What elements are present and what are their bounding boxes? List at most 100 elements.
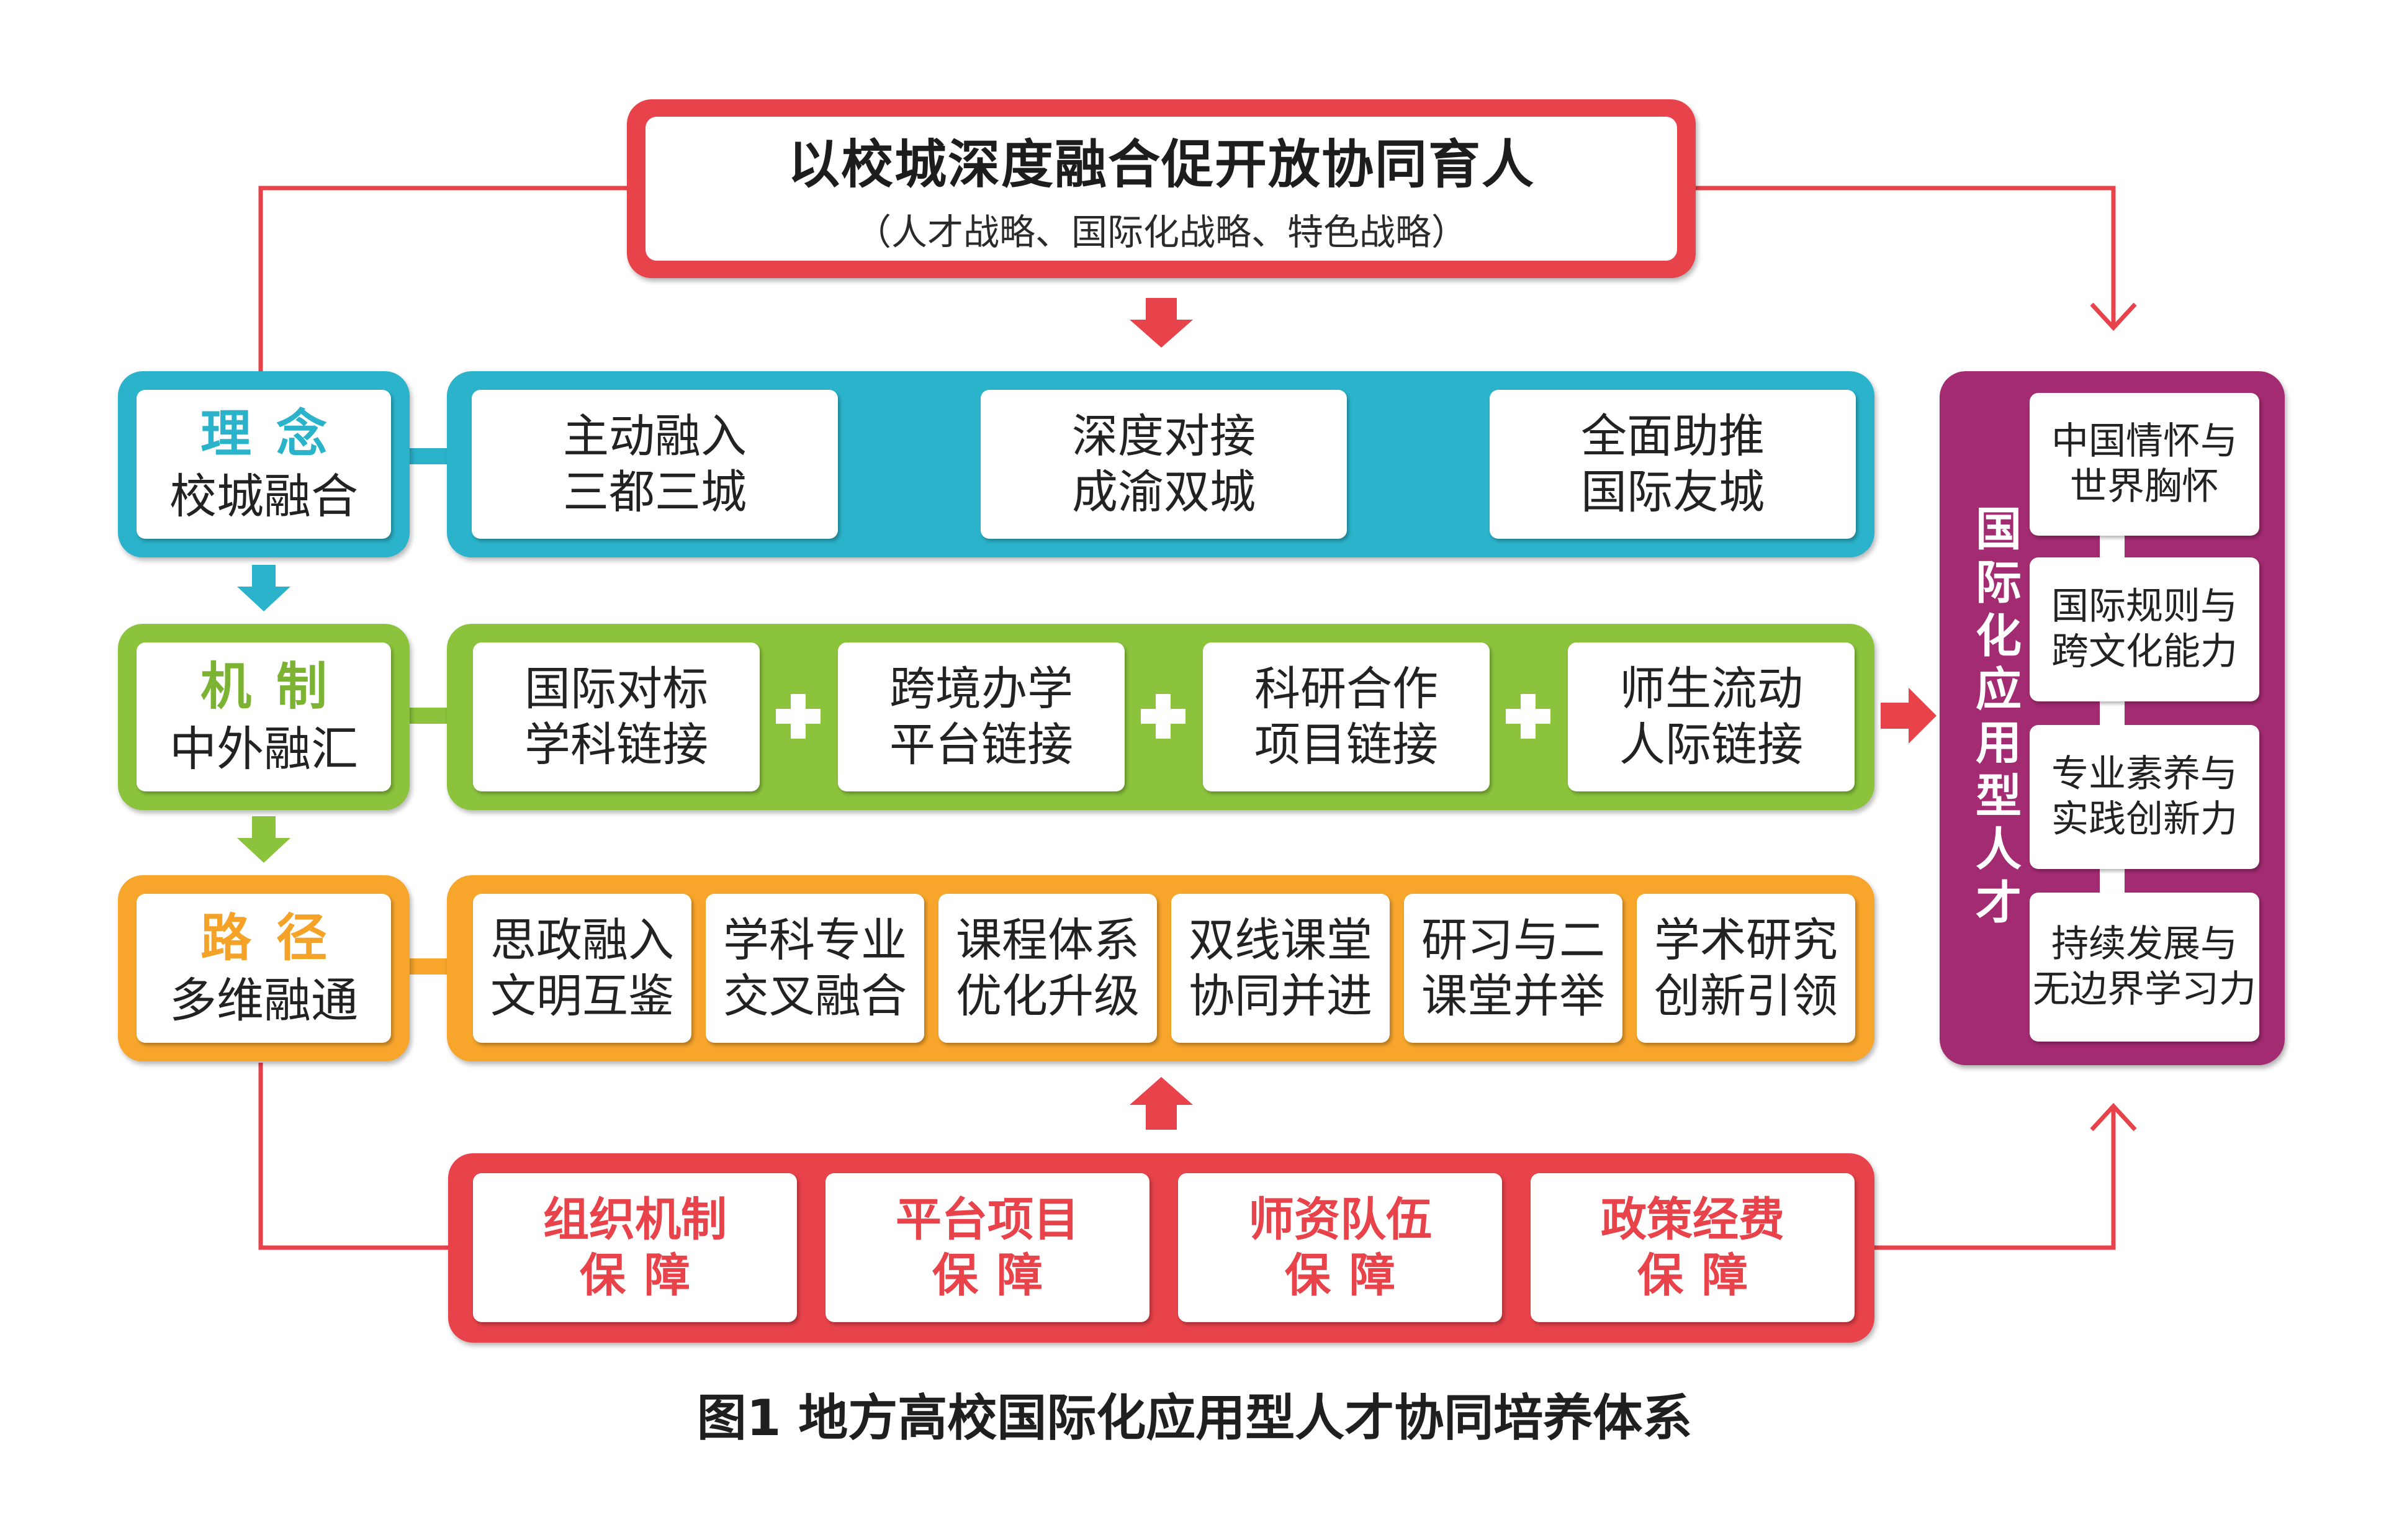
title-box: 以校城深度融合促开放协同育人 （人才战略、国际化战略、特色战略） (627, 99, 1696, 278)
concept-item-3: 全面助推 国际友城 (1490, 390, 1856, 539)
support-item-1-line1: 组织机制 (543, 1192, 727, 1246)
output-item-3-line2: 实践创新力 (2051, 798, 2238, 841)
support-to-output-line (1869, 1108, 2116, 1250)
path-item-3-line2: 优化升级 (956, 970, 1140, 1023)
concept-label: 理念 (200, 404, 352, 464)
output-item-2-line1: 国际规则与 (2051, 584, 2238, 628)
output-panel: 国际化应用型人才 中国情怀与 世界胸怀 国际规则与 跨文化能力 专业素养与 实践… (1940, 371, 2285, 1065)
path-item-1-line2: 文明互鉴 (490, 970, 674, 1023)
mechanism-label: 机制 (200, 657, 352, 716)
concept-item-1-line1: 主动融入 (563, 409, 747, 463)
mechanism-sub: 中外融汇 (169, 721, 358, 777)
mechanism-item-3: 科研合作 项目链接 (1203, 642, 1490, 791)
path-item-6: 学术研究 创新引领 (1637, 894, 1855, 1043)
output-title-char: 化 (1976, 610, 2022, 663)
output-item-4-line1: 持续发展与 (2051, 922, 2238, 966)
support-item-3: 师资队伍 保障 (1178, 1173, 1502, 1322)
support-up-arrow (1130, 1077, 1193, 1130)
concept-item-1-line2: 三都三城 (563, 466, 747, 519)
title-to-concept-line (258, 186, 627, 371)
path-item-2-line1: 学科专业 (723, 913, 907, 967)
figure-caption: 图1 地方高校国际化应用型人才协同培养体系 (696, 1389, 1693, 1447)
support-item-2-line2: 保障 (932, 1249, 1061, 1302)
output-item-2-line2: 跨文化能力 (2051, 630, 2238, 673)
mechanism-item-1-line2: 学科链接 (524, 718, 708, 772)
path-item-5-line2: 课堂并举 (1421, 970, 1605, 1023)
output-item-1-line2: 世界胸怀 (2070, 465, 2219, 508)
path-label-card: 路径 多维融通 (137, 894, 391, 1043)
output-item-2: 国际规则与 跨文化能力 (2030, 557, 2259, 701)
output-title-char: 型 (1976, 770, 2022, 823)
path-item-5-line1: 研习与二 (1421, 913, 1605, 967)
support-item-4: 政策经费 保障 (1531, 1173, 1855, 1322)
concept-item-1: 主动融入 三都三城 (472, 390, 838, 539)
mechanism-to-output-arrow (1881, 688, 1937, 744)
title-to-output-arrowhead (2090, 302, 2137, 331)
path-to-support-line (258, 1063, 453, 1250)
concept-item-3-line2: 国际友城 (1581, 466, 1765, 519)
mechanism-item-1-line1: 国际对标 (524, 662, 708, 716)
title-down-arrow (1130, 298, 1193, 348)
concept-sub: 校城融合 (169, 468, 358, 524)
mechanism-item-4-line2: 人际链接 (1619, 718, 1803, 772)
path-item-2-line2: 交叉融合 (723, 970, 907, 1023)
output-item-3-line1: 专业素养与 (2051, 752, 2238, 796)
support-item-2: 平台项目 保障 (826, 1173, 1150, 1322)
plus-icon-2 (1141, 694, 1186, 739)
path-item-5: 研习与二 课堂并举 (1404, 894, 1622, 1043)
output-title-char: 人 (1976, 823, 2022, 876)
title-subtitle: （人才战略、国际化战略、特色战略） (855, 210, 1467, 253)
support-item-3-line2: 保障 (1285, 1249, 1414, 1302)
concept-item-3-line1: 全面助推 (1581, 409, 1765, 463)
mechanism-item-2-line2: 平台链接 (889, 718, 1073, 772)
output-card-connector-2 (2100, 700, 2125, 725)
output-card-connector-3 (2100, 868, 2125, 893)
support-item-3-line1: 师资队伍 (1248, 1192, 1432, 1246)
output-item-4-line2: 无边界学习力 (2033, 968, 2256, 1011)
output-title-char: 才 (1976, 876, 2022, 930)
mechanism-left-box: 机制 中外融汇 (118, 624, 410, 810)
title-main: 以校城深度融合促开放协同育人 (787, 133, 1535, 195)
path-connector (407, 958, 450, 975)
path-item-4-line2: 协同并进 (1189, 970, 1372, 1023)
output-title-char: 际 (1976, 556, 2022, 610)
support-item-4-line2: 保障 (1637, 1249, 1766, 1302)
support-item-1: 组织机制 保障 (473, 1173, 797, 1322)
path-item-3: 课程体系 优化升级 (938, 894, 1157, 1043)
concept-connector (407, 448, 450, 464)
output-item-3: 专业素养与 实践创新力 (2030, 725, 2259, 869)
path-item-4: 双线课堂 协同并进 (1171, 894, 1390, 1043)
output-title-char: 国 (1976, 503, 2022, 556)
path-item-4-line1: 双线课堂 (1189, 913, 1372, 967)
output-card-connector-1 (2100, 533, 2125, 557)
concept-label-card: 理念 校城融合 (137, 390, 391, 539)
path-item-1-line1: 思政融入 (490, 913, 674, 967)
plus-icon-1 (776, 694, 821, 739)
support-item-4-line1: 政策经费 (1601, 1192, 1784, 1246)
concept-item-2: 深度对接 成渝双城 (981, 390, 1347, 539)
mechanism-to-path-arrow (237, 816, 290, 863)
output-item-1: 中国情怀与 世界胸怀 (2030, 393, 2259, 536)
path-item-1: 思政融入 文明互鉴 (473, 894, 691, 1043)
mechanism-item-4-line1: 师生流动 (1619, 662, 1803, 716)
concept-item-2-line1: 深度对接 (1072, 409, 1256, 463)
path-item-6-line2: 创新引领 (1654, 970, 1838, 1023)
mechanism-item-2-line1: 跨境办学 (889, 662, 1073, 716)
path-item-3-line1: 课程体系 (956, 913, 1140, 967)
mechanism-item-3-line2: 项目链接 (1254, 718, 1438, 772)
mechanism-label-card: 机制 中外融汇 (137, 642, 391, 791)
path-item-2: 学科专业 交叉融合 (706, 894, 924, 1043)
path-label: 路径 (200, 908, 352, 968)
output-title: 国际化应用型人才 (1961, 503, 2036, 930)
mechanism-connector (407, 708, 450, 724)
output-title-char: 应 (1976, 663, 2022, 716)
concept-to-mechanism-arrow (237, 565, 290, 611)
support-item-1-line2: 保障 (580, 1249, 709, 1302)
title-to-output-line (1696, 186, 2116, 326)
mechanism-item-1: 国际对标 学科链接 (473, 642, 760, 791)
plus-icon-3 (1506, 694, 1550, 739)
path-sub: 多维融通 (169, 972, 358, 1028)
output-title-char: 用 (1976, 716, 2022, 770)
mechanism-item-4: 师生流动 人际链接 (1568, 642, 1855, 791)
concept-item-2-line2: 成渝双城 (1072, 466, 1256, 519)
